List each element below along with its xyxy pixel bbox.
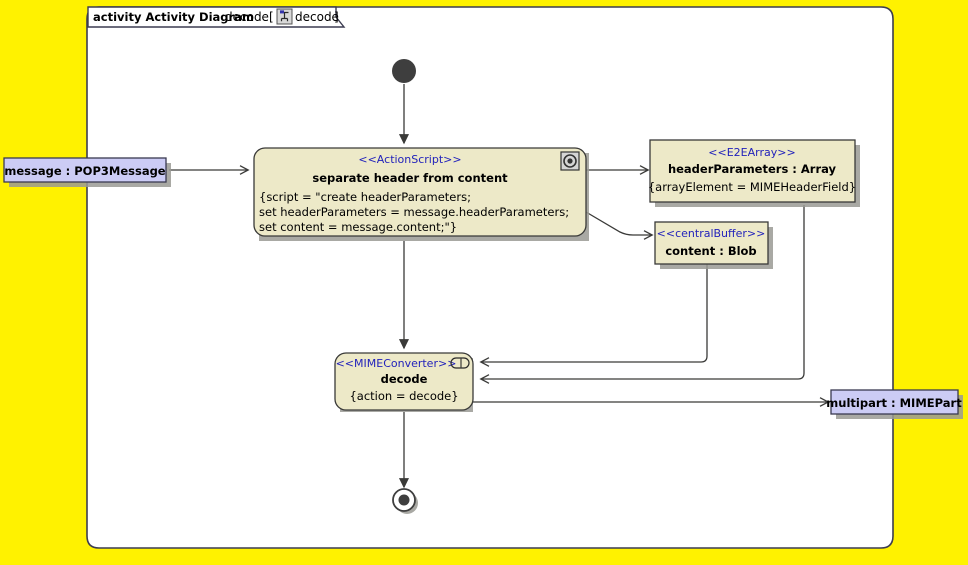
- edge-headerparameters-to-decode: [479, 205, 805, 384]
- call-behavior-icon: [450, 357, 470, 369]
- content-buffer-name: content : Blob: [665, 244, 756, 258]
- frame-kind-label: activity Activity Diagram: [93, 10, 254, 24]
- pin-output-multipart[interactable]: multipart : MIMEPart: [826, 389, 963, 419]
- frame-name-label: decode[: [225, 10, 274, 24]
- action-separate-stereotype: <<ActionScript>>: [358, 153, 461, 166]
- diagram-frame: [86, 6, 894, 549]
- headerparameters-stereotype: <<E2EArray>>: [708, 146, 795, 159]
- content-buffer-stereotype: <<centralBuffer>>: [657, 227, 766, 240]
- initial-node[interactable]: [392, 59, 416, 83]
- decode-name: decode: [381, 372, 428, 386]
- action-decode[interactable]: <<MIMEConverter>> decode {action = decod…: [334, 352, 474, 412]
- object-node-content-buffer[interactable]: <<centralBuffer>> content : Blob: [654, 221, 773, 269]
- decode-stereotype: <<MIMEConverter>>: [336, 357, 457, 370]
- action-separate-header-from-content[interactable]: <<ActionScript>> separate header from co…: [253, 147, 589, 241]
- edge-content-to-decode: [479, 262, 708, 367]
- frame-close-bracket: ]: [334, 10, 339, 24]
- action-separate-body-line-2: set content = message.content;"}: [259, 220, 457, 234]
- headerparameters-body-line-0: {arrayElement = MIMEHeaderField}: [648, 180, 856, 194]
- activity-final-node[interactable]: [392, 488, 418, 514]
- frame-inner-name-label: decode: [295, 10, 339, 24]
- pin-input-message[interactable]: message : POP3Message: [3, 157, 171, 187]
- decode-body-line-0: {action = decode}: [349, 389, 458, 403]
- headerparameters-name: headerParameters : Array: [668, 162, 837, 176]
- action-script-icon: [560, 151, 580, 171]
- frame-heading: activity Activity Diagram decode[ decode…: [93, 8, 339, 25]
- pin-input-message-label: message : POP3Message: [4, 164, 165, 178]
- action-separate-body-line-0: {script = "create headerParameters;: [259, 190, 471, 204]
- edge-separate-to-content: [585, 211, 654, 240]
- action-separate-name: separate header from content: [312, 171, 508, 185]
- object-node-headerparameters[interactable]: <<E2EArray>> headerParameters : Array {a…: [648, 139, 860, 207]
- activity-diagram-icon: [276, 8, 293, 25]
- action-separate-body-line-1: set headerParameters = message.headerPar…: [259, 205, 569, 219]
- pin-output-multipart-label: multipart : MIMEPart: [826, 396, 962, 410]
